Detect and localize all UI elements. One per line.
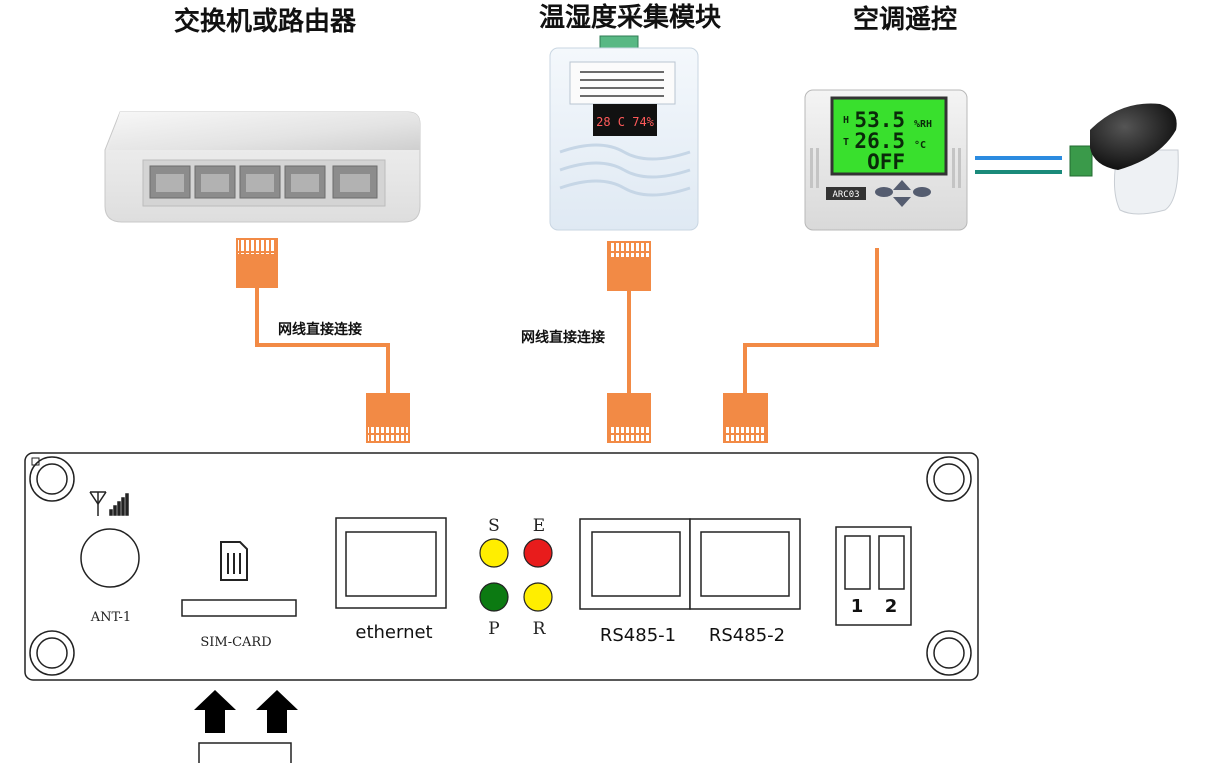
sim-card-slot[interactable] [181,599,297,617]
led-e [523,538,553,568]
mounting-hole-bottom-right [926,630,972,676]
ethernet-label: ethernet [355,622,432,643]
mounting-hole-top-left [29,456,75,502]
led-r [523,582,553,612]
cable-label-left: 网线直接连接 [278,321,362,338]
sensor-title: 温湿度采集模块 [539,2,721,33]
sim-card-outline [198,742,292,763]
antenna-connector[interactable] [80,528,140,588]
rs485-2-label: RS485-2 [709,625,785,646]
led-s [479,538,509,568]
ac-remote-controller-image: H 53.5 %RH T 26.5 °C OFF ARC03 [804,89,968,231]
cable-label-middle: 网线直接连接 [521,329,605,346]
switch-title: 交换机或路由器 [174,6,357,37]
led-label-r: R [533,619,547,639]
antenna-signal-icon [89,491,129,516]
lcd-status-value: OFF [867,150,905,174]
temperature-humidity-sensor-image: 28 C 74% [549,35,699,231]
mounting-hole-top-right [926,456,972,502]
lcd-temperature-unit: °C [914,140,926,151]
rs485-port-2[interactable] [689,518,801,610]
dip-label-1: 1 [851,596,864,617]
sim-card-icon [220,541,248,581]
lcd-humidity-unit: %RH [914,119,932,130]
lcd-line1-prefix: H [843,115,849,126]
antenna-label: ANT-1 [90,610,131,625]
rs485-port-1[interactable] [579,518,691,610]
lcd-line2-prefix: T [843,137,849,148]
mounting-hole-bottom-left [29,630,75,676]
device-front-panel [24,452,979,681]
lcd-humidity-value: 53.5 [854,108,905,132]
led-p [479,582,509,612]
network-switch-image [104,111,421,223]
sensor-reading: 28 C 74% [596,115,655,129]
ir-emitter-image [1069,103,1179,215]
ac-model-label: ARC03 [832,190,859,200]
lcd-temperature-value: 26.5 [854,129,905,153]
dip-switch-1[interactable] [844,535,871,590]
ac-title: 空调遥控 [853,4,957,35]
sim-card-label: SIM-CARD [200,635,271,650]
cable-sensor [607,241,651,443]
led-label-e: E [533,516,545,536]
cable-switch [236,238,410,443]
sim-insert-arrows [194,690,298,733]
led-label-s: S [488,516,500,536]
rs485-1-label: RS485-1 [600,625,676,646]
dip-label-2: 2 [885,596,898,617]
dip-switch-2[interactable] [878,535,905,590]
cable-ac [723,248,879,443]
ethernet-port[interactable] [335,517,447,609]
led-label-p: P [488,619,499,639]
